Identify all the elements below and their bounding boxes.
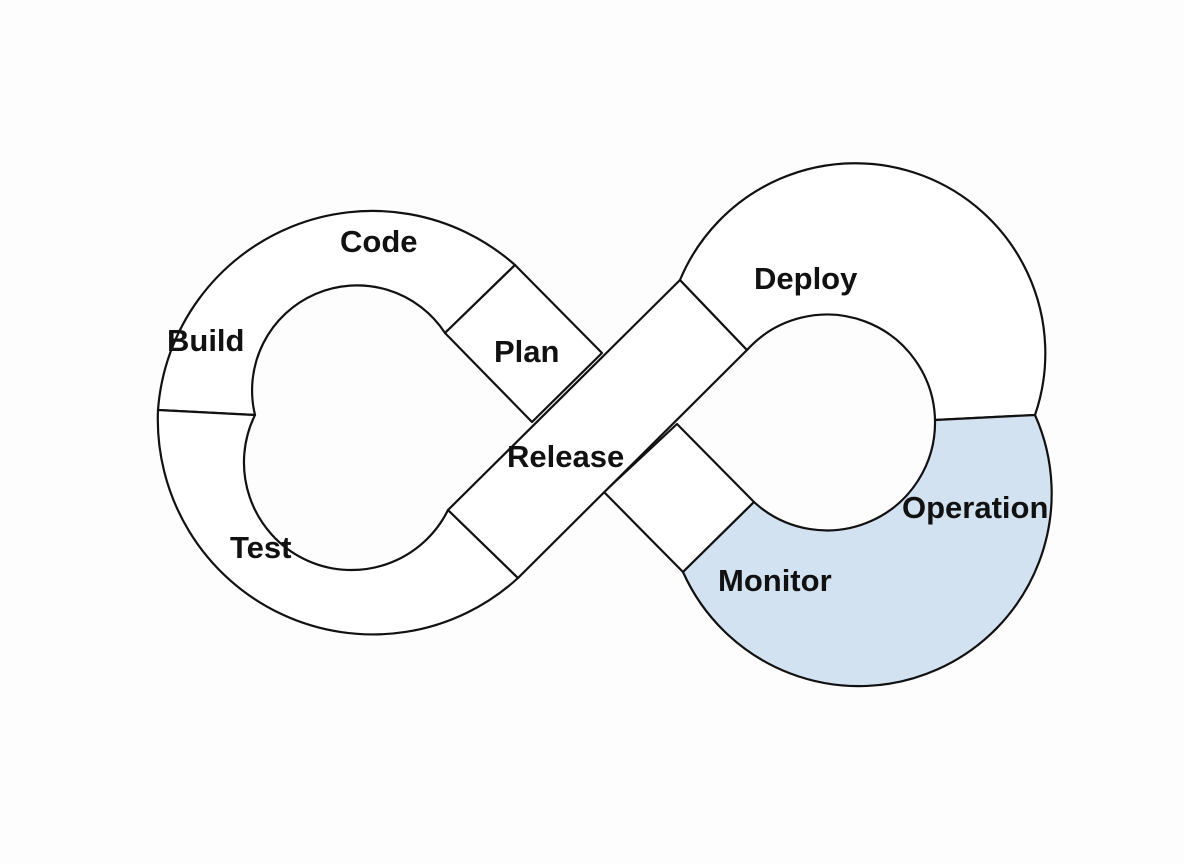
label-deploy: Deploy	[754, 261, 858, 296]
segment-deploy[interactable]	[678, 162, 1047, 422]
label-code: Code	[340, 224, 418, 259]
segment-operation-monitor[interactable]	[681, 413, 1053, 688]
segment-plan[interactable]	[443, 263, 604, 424]
label-monitor: Monitor	[718, 563, 832, 598]
label-plan: Plan	[494, 334, 559, 369]
label-test: Test	[230, 530, 291, 565]
segment-code[interactable]	[156, 209, 517, 417]
label-operation: Operation	[902, 490, 1048, 525]
label-release: Release	[507, 439, 624, 474]
label-build: Build	[167, 323, 245, 358]
